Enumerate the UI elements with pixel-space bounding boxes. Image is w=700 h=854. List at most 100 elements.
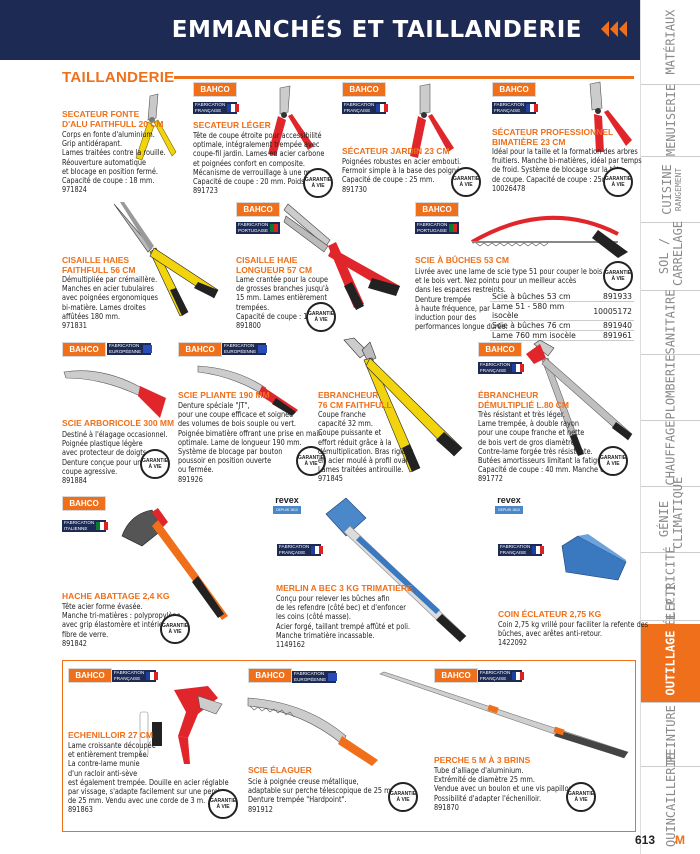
product-title: MERLIN A BEC 3 KG TRIMATIERE (276, 583, 413, 593)
product-description: Livrée avec une lame de scie type 51 pou… (415, 267, 615, 332)
section-divider (174, 76, 634, 79)
fabrication-europeenne-badge: FABRICATION EUROPÉENNE (107, 343, 153, 355)
felling-axe-image (121, 508, 228, 620)
product-description: Lame croissante découpée et entièrement … (68, 741, 229, 815)
sidebar-item-epi-placeholder (641, 620, 700, 621)
fabrication-francaise-badge: FABRICATION FRANÇAISE (498, 544, 545, 556)
chevron-left-icon (601, 21, 627, 37)
product-description: Coin 2,75 kg vrillé pour faciliter la re… (498, 620, 649, 648)
bahco-logo: BAHCO (236, 202, 280, 217)
sidebar-item-epi[interactable]: E.P.I (641, 580, 700, 625)
bahco-logo: BAHCO (68, 668, 112, 683)
product-title: PERCHE 5 M À 3 BRINS (434, 755, 531, 765)
fabrication-portugaise-badge: FABRICATION PORTUGAISE (415, 222, 459, 234)
bahco-logo: BAHCO (434, 668, 478, 683)
garantie-a-vie-badge: GARANTIE À VIE (566, 782, 596, 812)
sidebar: Matériaux Menuiserie CuisineRangement So… (640, 0, 700, 854)
secateur-red-image (410, 83, 454, 158)
hedge-shear-red-image (283, 203, 400, 310)
product-description: Démultipliée par crémaillère. Manches en… (62, 275, 159, 331)
section-title: TAILLANDERIE (62, 69, 175, 86)
product-description: Conçu pour relever les bûches afin de le… (276, 594, 411, 650)
bahco-logo: BAHCO (248, 668, 292, 683)
product-title: SÉCATEUR JARDIN 23 CM (342, 146, 450, 156)
bahco-logo: BAHCO (62, 496, 106, 511)
product-description: Tube d'alliage d'aluminium. Extrémité de… (434, 766, 575, 812)
garantie-a-vie-badge: GARANTIE À VIE (208, 789, 238, 819)
brand-logo: M (675, 833, 685, 847)
bahco-logo: BAHCO (193, 82, 237, 97)
bahco-logo: BAHCO (492, 82, 536, 97)
product-title: ÉBRANCHEUR DÉMULTIPLIÉ L.80 CM (478, 390, 569, 410)
fabrication-portugaise-badge: FABRICATION PORTUGAISE (236, 222, 280, 234)
lopper-yellow-image (343, 337, 463, 473)
fabrication-francaise-badge: FABRICATION FRANÇAISE (492, 102, 539, 114)
fabrication-francaise-badge: FABRICATION FRANÇAISE (193, 102, 240, 114)
garantie-a-vie-badge: GARANTIE À VIE (140, 449, 170, 479)
sidebar-item-peinture[interactable]: Peinture (641, 702, 700, 767)
product-title: CISAILLE HAIE LONGUEUR 57 CM (236, 255, 313, 275)
garantie-a-vie-badge: GARANTIE À VIE (306, 302, 336, 332)
product-title: SCIE À BÛCHES 53 CM (415, 255, 509, 265)
sidebar-item-materiaux[interactable]: Matériaux (641, 0, 700, 85)
bahco-logo: BAHCO (478, 342, 522, 357)
product-description: Scie à poignée creuse métallique, adapta… (248, 777, 399, 814)
fabrication-francaise-badge: FABRICATION FRANÇAISE (478, 670, 525, 682)
fabrication-italienne-badge: FABRICATION ITALIENNE (62, 520, 109, 532)
page-title: EMMANCHÉS ET TAILLANDERIE (171, 17, 582, 43)
sidebar-item-cuisine[interactable]: CuisineRangement (641, 156, 700, 223)
secateur-red-image (589, 81, 632, 152)
sidebar-item-chauffage[interactable]: Chauffage (641, 420, 700, 487)
hedge-shear-image (113, 202, 219, 317)
telescopic-pole-image (379, 671, 629, 759)
bow-saw-image (470, 215, 628, 258)
bahco-logo: BAHCO (342, 82, 386, 97)
sidebar-item-sol-carrelage[interactable]: Sol / Carrelage (641, 221, 700, 291)
product-title: COIN ÉCLATEUR 2,75 KG (498, 609, 602, 619)
garantie-a-vie-badge: GARANTIE À VIE (598, 446, 628, 476)
garantie-a-vie-badge: GARANTIE À VIE (303, 168, 333, 198)
product-title: EBRANCHEUR 76 CM FAITHFULL (318, 390, 392, 410)
splitting-wedge-image (561, 534, 627, 581)
product-title: SCIE PLIANTE 190 MM (178, 390, 270, 400)
fabrication-francaise-badge: FABRICATION FRANÇAISE (112, 670, 159, 682)
product-description: Corps en fonte d'aluminium. Grip antidér… (62, 130, 166, 195)
product-description: Tête acier forme évasée. Manche tri-mati… (62, 602, 181, 648)
product-title: SCIE ÉLAGUER (248, 765, 312, 775)
garantie-a-vie-badge: GARANTIE À VIE (603, 167, 633, 197)
sidebar-item-quincaillerie[interactable]: Quincaillerie (664, 753, 679, 847)
bahco-logo: BAHCO (415, 202, 459, 217)
page-number: 613 (634, 833, 655, 847)
product-description: Destiné à l'élagage occasionnel. Poignée… (62, 430, 168, 486)
garantie-a-vie-badge: GARANTIE À VIE (603, 261, 633, 291)
garantie-a-vie-badge: GARANTIE À VIE (160, 614, 190, 644)
sidebar-item-outillage[interactable]: Outillage (641, 624, 700, 703)
bahco-logo: BAHCO (62, 342, 106, 357)
sidebar-item-sanitaire[interactable]: Sanitaire (641, 289, 700, 355)
sidebar-item-plomberie[interactable]: Plomberie (641, 354, 700, 421)
tree-pruner-image (139, 686, 223, 764)
sidebar-item-menuiserie[interactable]: Menuiserie (641, 84, 700, 157)
product-description: Denture spéciale "JT", pour une coupe ef… (178, 401, 323, 484)
product-title: SECATEUR LÉGER (193, 120, 271, 130)
garantie-a-vie-badge: GARANTIE À VIE (451, 167, 481, 197)
product-description: Coupe franche capacité 32 mm. Coupe puis… (318, 410, 414, 484)
product-description: Très résistant et très léger. Lame tremp… (478, 410, 623, 484)
product-title: HACHE ABATTAGE 2,4 KG (62, 591, 170, 601)
bottom-product-box (62, 660, 636, 832)
product-description: Lame crantée pour la coupe de grosses br… (236, 275, 329, 331)
product-title: CISAILLE HAIES FAITHFULL 56 CM (62, 255, 136, 275)
product-title: ECHENILLOIR 27 CM (68, 730, 154, 740)
garantie-a-vie-badge: GARANTIE À VIE (296, 446, 326, 476)
sidebar-item-genie-climatique[interactable]: Génie climatique (641, 477, 700, 553)
fabrication-europeenne-badge: FABRICATION EUROPÉENNE (292, 671, 338, 683)
bahco-logo: BAHCO (178, 342, 222, 357)
fabrication-francaise-badge: FABRICATION FRANÇAISE (478, 362, 525, 374)
page-header: EMMANCHÉS ET TAILLANDERIE (0, 0, 640, 60)
